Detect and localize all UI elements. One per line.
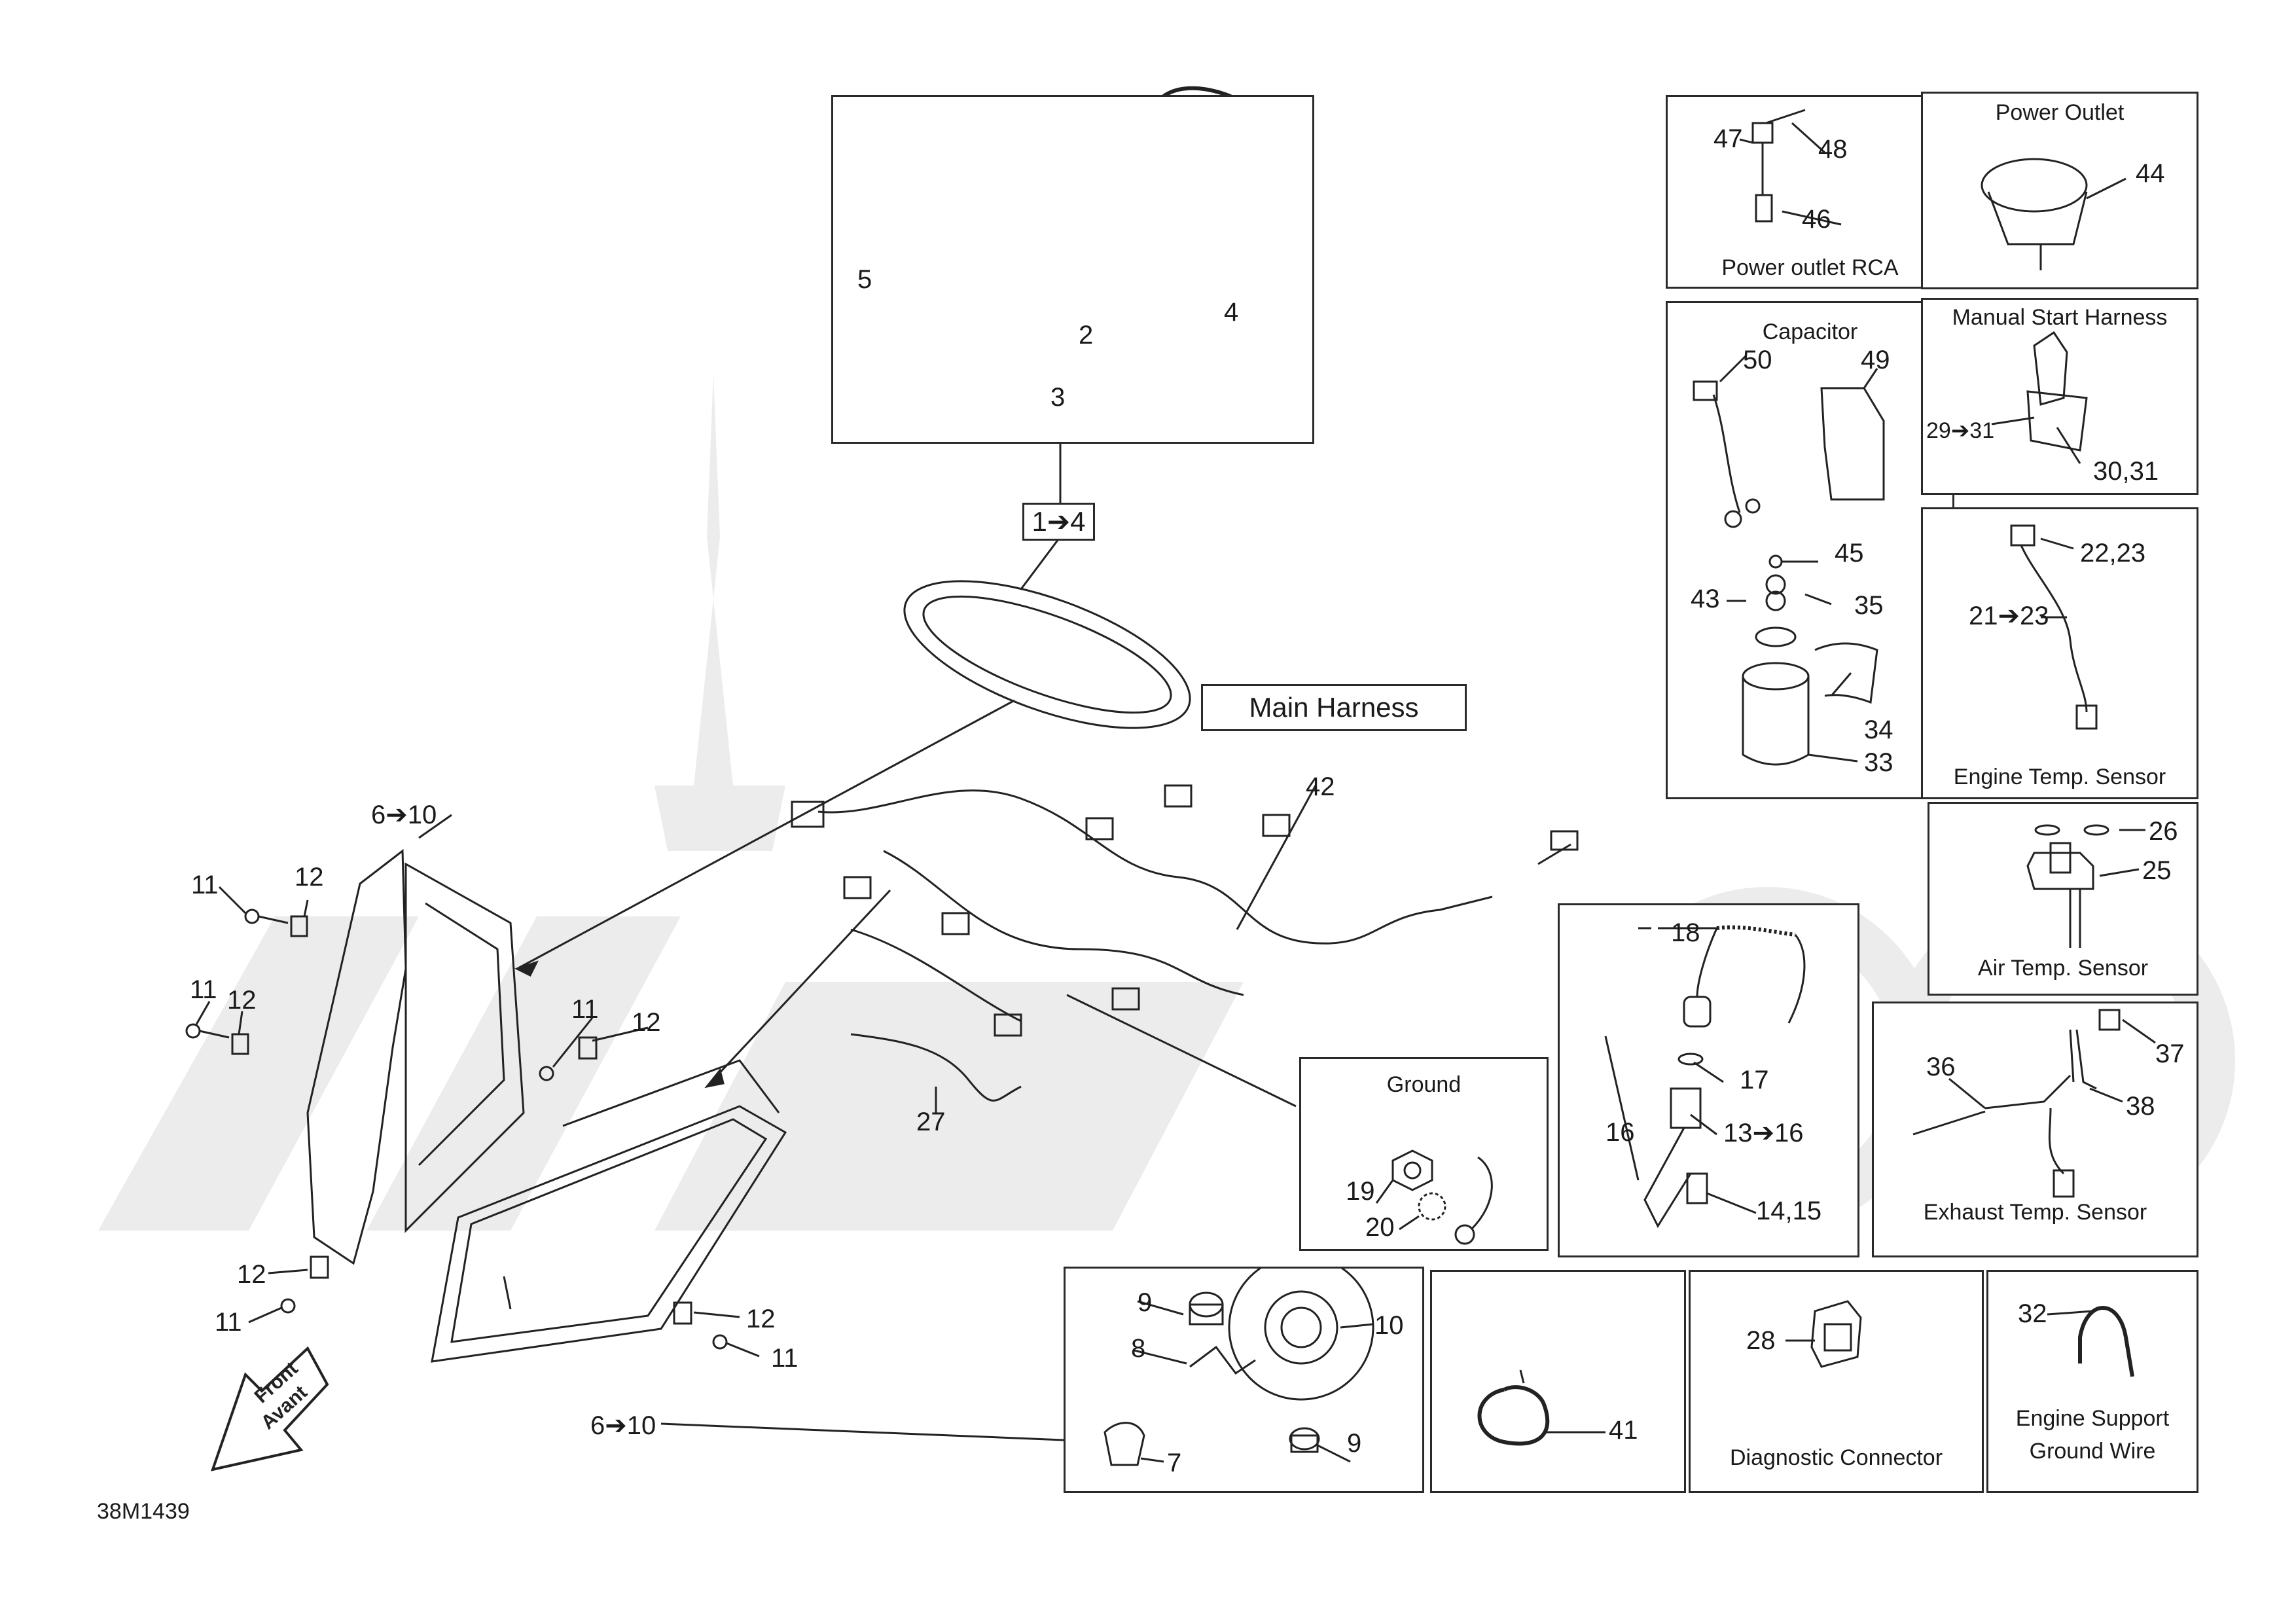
panel-title-diag: Diagnostic Connector bbox=[1729, 1445, 1943, 1470]
panel-ground: Ground 19 20 bbox=[1299, 1057, 1549, 1251]
callout-10: 10 bbox=[1374, 1311, 1404, 1340]
cluster-ref-box: 1➔4 bbox=[1022, 503, 1095, 541]
panel-clamp: 41 bbox=[1430, 1270, 1686, 1493]
panel-exhaust-temp-sensor: 37 36 38 Exhaust Temp. Sensor bbox=[1872, 1001, 2198, 1257]
callout-34: 34 bbox=[1864, 715, 1893, 744]
callout-21-23: 21➔23 bbox=[1969, 602, 2049, 630]
callout-33: 33 bbox=[1864, 748, 1893, 777]
callout-37: 37 bbox=[2155, 1039, 2185, 1068]
callout-42: 42 bbox=[1306, 772, 1335, 801]
callout-44: 44 bbox=[2136, 159, 2165, 188]
panel-title-power-outlet: Power Outlet bbox=[1995, 100, 2125, 125]
callout-6-10-top: 6➔10 bbox=[371, 801, 437, 829]
callout-12-e: 12 bbox=[746, 1305, 776, 1333]
engine-support-art bbox=[2047, 1306, 2134, 1377]
callout-50: 50 bbox=[1743, 346, 1772, 374]
callout-20: 20 bbox=[1365, 1213, 1395, 1242]
panel-diagnostic-connector: 28 Diagnostic Connector bbox=[1689, 1270, 1984, 1493]
panel-manual-start-harness: Manual Start Harness 29➔31 30,31 bbox=[1921, 298, 2198, 495]
panel-capacitor: Capacitor 50 49 45 43 35 34 33 bbox=[1666, 301, 1954, 799]
panel-title-engine-support-2: Ground Wire bbox=[2029, 1439, 2156, 1464]
dess-art bbox=[1604, 925, 1806, 1229]
callout-12-d: 12 bbox=[237, 1260, 266, 1289]
callout-43: 43 bbox=[1691, 585, 1720, 613]
panel-engine-temp-sensor: 22,23 21➔23 Engine Temp. Sensor bbox=[1921, 507, 2198, 799]
panel-title-ground: Ground bbox=[1386, 1072, 1462, 1097]
ground-art bbox=[1375, 1149, 1493, 1245]
exhaust-temp-art bbox=[1912, 1009, 2156, 1198]
callout-12-b: 12 bbox=[227, 986, 257, 1015]
panel-title-air-temp: Air Temp. Sensor bbox=[1977, 956, 2149, 981]
engine-temp-art bbox=[2010, 524, 2098, 730]
callout-12-a: 12 bbox=[295, 863, 324, 892]
panel-dess-cord: 18 17 16 13➔16 14,15 bbox=[1558, 903, 1859, 1257]
callout-4: 4 bbox=[1224, 298, 1239, 327]
callout-2: 2 bbox=[1079, 321, 1094, 350]
callout-49: 49 bbox=[1861, 346, 1890, 374]
callout-26: 26 bbox=[2149, 817, 2178, 846]
panel-power-outlet: Power Outlet 44 bbox=[1921, 92, 2198, 289]
callout-3: 3 bbox=[1050, 383, 1066, 412]
callout-7: 7 bbox=[1167, 1449, 1182, 1477]
callout-47: 47 bbox=[1713, 124, 1743, 153]
callout-35: 35 bbox=[1854, 591, 1884, 620]
power-outlet-art bbox=[1981, 158, 2126, 270]
callout-6-10-bottom: 6➔10 bbox=[590, 1411, 656, 1440]
headlamp-bulbs-art bbox=[1103, 1254, 1374, 1466]
power-outlet-rca-art bbox=[1739, 109, 1842, 226]
panel-engine-support-ground: 32 Engine Support Ground Wire bbox=[1986, 1270, 2198, 1493]
callout-5: 5 bbox=[857, 265, 872, 294]
main-harness-box: Main Harness bbox=[1201, 684, 1467, 731]
panel-title-power-outlet-rca: Power outlet RCA bbox=[1721, 255, 1899, 280]
diag-art bbox=[1785, 1300, 1862, 1368]
callout-46: 46 bbox=[1802, 205, 1831, 234]
callout-12-c: 12 bbox=[632, 1008, 661, 1037]
callout-30-31: 30,31 bbox=[2093, 457, 2159, 486]
panel-title-engine-temp: Engine Temp. Sensor bbox=[1953, 765, 2166, 789]
callout-14-15: 14,15 bbox=[1756, 1197, 1822, 1225]
clamp-art bbox=[1477, 1369, 1605, 1446]
callout-22-23: 22,23 bbox=[2080, 539, 2146, 568]
callout-25: 25 bbox=[2142, 856, 2172, 885]
panel-title-manual-start: Manual Start Harness bbox=[1952, 305, 2168, 330]
callout-11-e: 11 bbox=[771, 1344, 798, 1373]
panel-power-outlet-rca: 47 48 46 Power outlet RCA bbox=[1666, 95, 1954, 289]
callout-38: 38 bbox=[2126, 1092, 2155, 1121]
callout-8: 8 bbox=[1131, 1334, 1146, 1363]
callout-17: 17 bbox=[1740, 1066, 1769, 1094]
callout-41: 41 bbox=[1609, 1416, 1638, 1445]
callout-36: 36 bbox=[1926, 1053, 1956, 1081]
callout-28: 28 bbox=[1746, 1326, 1776, 1355]
callout-9-a: 9 bbox=[1138, 1288, 1153, 1317]
panel-title-exhaust-temp: Exhaust Temp. Sensor bbox=[1923, 1200, 2147, 1225]
callout-13-16: 13➔16 bbox=[1723, 1119, 1804, 1147]
air-temp-art bbox=[2026, 824, 2145, 948]
callout-29-31: 29➔31 bbox=[1926, 418, 1995, 443]
panel-headlamp-bulbs: 9 10 8 7 9 bbox=[1064, 1254, 1424, 1493]
callout-11-d: 11 bbox=[215, 1308, 242, 1337]
callout-9-b: 9 bbox=[1347, 1429, 1362, 1458]
panel-title-capacitor: Capacitor bbox=[1762, 319, 1858, 344]
callout-27: 27 bbox=[916, 1108, 946, 1136]
callout-16: 16 bbox=[1605, 1118, 1635, 1147]
callout-19: 19 bbox=[1346, 1177, 1375, 1206]
capacitor-art bbox=[1693, 354, 1885, 766]
callout-18: 18 bbox=[1671, 918, 1700, 947]
panel-air-temp-sensor: 26 25 Air Temp. Sensor bbox=[1928, 802, 2198, 996]
panel-title-engine-support-1: Engine Support bbox=[2015, 1406, 2170, 1431]
manual-start-art bbox=[1991, 331, 2088, 464]
callout-11-a: 11 bbox=[191, 871, 219, 899]
callout-32: 32 bbox=[2018, 1299, 2047, 1328]
diagram-code: 38M1439 bbox=[97, 1499, 190, 1524]
callout-11-b: 11 bbox=[190, 975, 217, 1004]
callout-48: 48 bbox=[1818, 135, 1848, 164]
callout-45: 45 bbox=[1835, 539, 1864, 568]
gauge-cluster-panel bbox=[831, 95, 1314, 444]
callout-11-c: 11 bbox=[571, 995, 599, 1024]
